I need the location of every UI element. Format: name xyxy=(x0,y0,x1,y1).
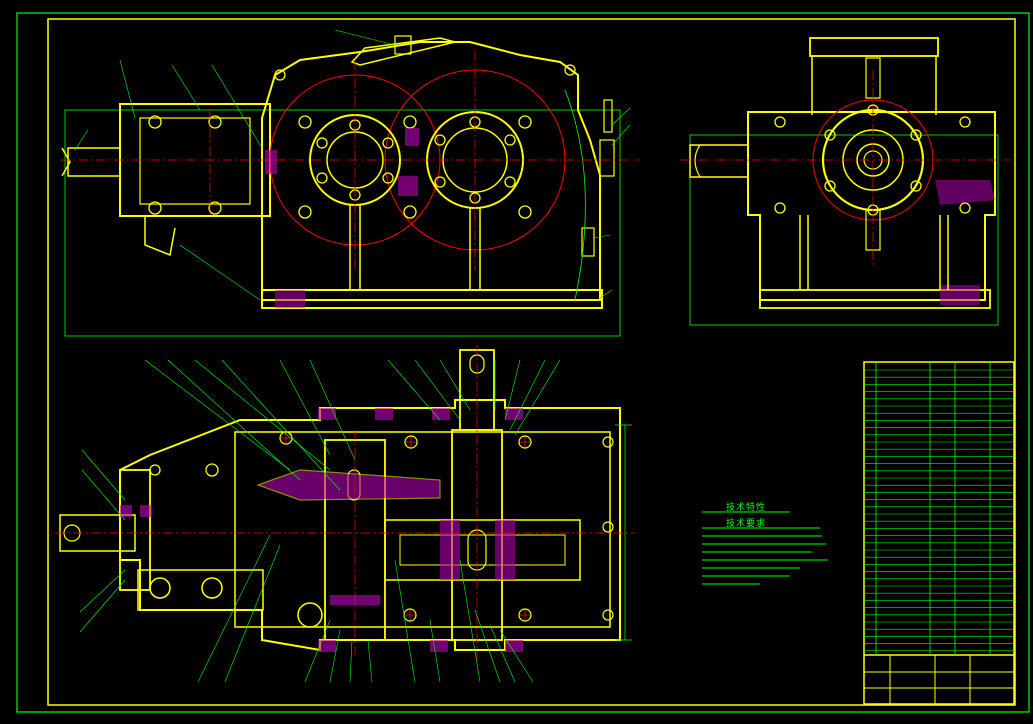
technical-characteristics-heading: 技术特性 xyxy=(726,503,767,513)
section-view xyxy=(55,345,635,683)
side-view xyxy=(680,37,1010,326)
parts-list xyxy=(863,361,1015,705)
technical-requirements-heading: 技术要求 xyxy=(726,519,767,529)
inner-border xyxy=(47,18,1016,706)
outer-border xyxy=(16,12,1030,713)
technical-notes xyxy=(702,511,828,585)
front-view xyxy=(60,29,640,337)
